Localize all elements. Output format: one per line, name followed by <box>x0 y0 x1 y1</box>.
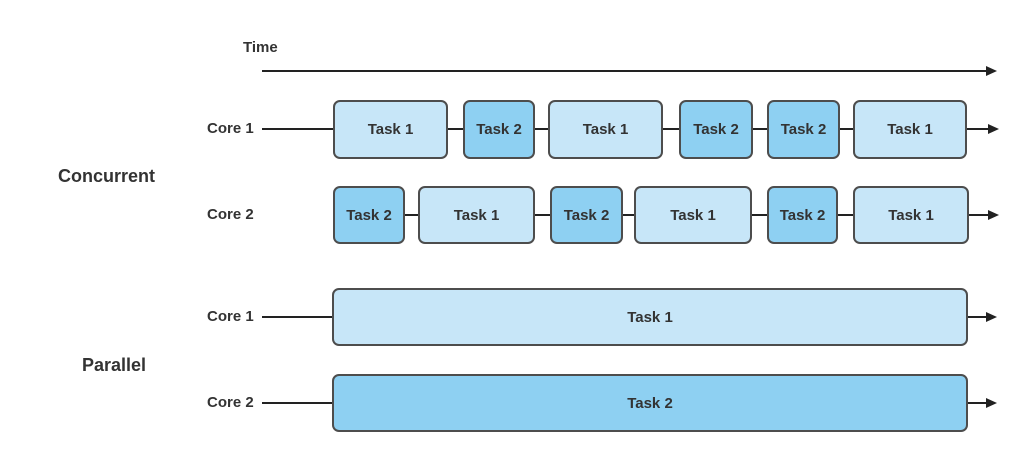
task-box: Task 1 <box>548 100 663 159</box>
row-lead-line <box>262 316 332 318</box>
task-box: Task 2 <box>332 374 968 432</box>
task-box: Task 2 <box>767 100 840 159</box>
connector-line <box>840 128 853 130</box>
row-label-parallel-core2: Core 2 <box>207 394 254 411</box>
section-label-concurrent: Concurrent <box>58 166 156 186</box>
time-axis-line <box>262 70 988 72</box>
connector-line <box>752 214 767 216</box>
row-arrowhead-icon <box>988 210 999 220</box>
task-box: Task 1 <box>853 186 969 244</box>
row-label-parallel-core1: Core 1 <box>207 308 254 325</box>
row-arrowhead-icon <box>988 124 999 134</box>
row-lead-line <box>262 128 333 130</box>
row-label-concurrent-core1: Core 1 <box>207 120 254 137</box>
connector-line <box>663 128 679 130</box>
connector-line <box>535 128 548 130</box>
row-lead-line <box>262 402 332 404</box>
connector-line <box>838 214 853 216</box>
row-exit-line <box>968 402 987 404</box>
connector-line <box>623 214 634 216</box>
connector-line <box>448 128 463 130</box>
connector-line <box>753 128 767 130</box>
task-box: Task 1 <box>418 186 535 244</box>
row-exit-line <box>968 316 987 318</box>
row-arrowhead-icon <box>986 398 997 408</box>
connector-line <box>535 214 550 216</box>
task-box: Task 2 <box>679 100 753 159</box>
task-box: Task 1 <box>853 100 967 159</box>
time-axis-arrowhead-icon <box>986 66 997 76</box>
task-box: Task 1 <box>332 288 968 346</box>
task-box: Task 2 <box>550 186 623 244</box>
row-exit-line <box>967 128 989 130</box>
row-label-concurrent-core2: Core 2 <box>207 206 254 223</box>
time-axis-label: Time <box>243 39 278 56</box>
task-box: Task 1 <box>634 186 752 244</box>
task-box: Task 2 <box>333 186 405 244</box>
section-label-parallel: Parallel <box>82 355 147 375</box>
row-arrowhead-icon <box>986 312 997 322</box>
row-exit-line <box>969 214 989 216</box>
connector-line <box>405 214 418 216</box>
task-box: Task 2 <box>767 186 838 244</box>
task-box: Task 1 <box>333 100 448 159</box>
task-box: Task 2 <box>463 100 535 159</box>
